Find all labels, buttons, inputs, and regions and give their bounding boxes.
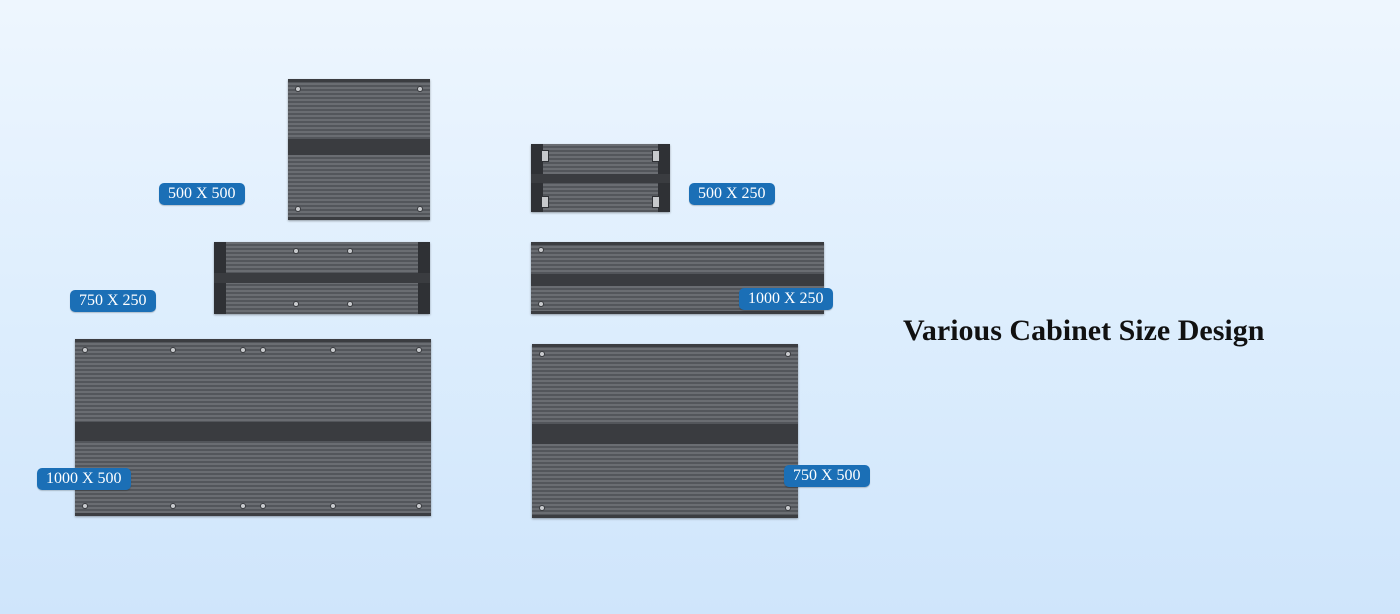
size-label-750x250: 750 X 250 — [70, 290, 156, 312]
cabinet-750x250-image — [214, 242, 430, 314]
size-label-750x500: 750 X 500 — [784, 465, 870, 487]
size-label-1000x500: 1000 X 500 — [37, 468, 131, 490]
page-headline: Various Cabinet Size Design — [903, 314, 1265, 347]
size-label-500x500: 500 X 500 — [159, 183, 245, 205]
cabinet-1000x500-image — [75, 339, 431, 516]
cabinet-500x250-image — [531, 144, 670, 212]
size-label-500x250: 500 X 250 — [689, 183, 775, 205]
size-label-1000x250: 1000 X 250 — [739, 288, 833, 310]
cabinet-1000x250-image — [531, 242, 824, 314]
cabinet-750x500-image — [532, 344, 798, 518]
cabinet-500x500-image — [288, 79, 430, 220]
